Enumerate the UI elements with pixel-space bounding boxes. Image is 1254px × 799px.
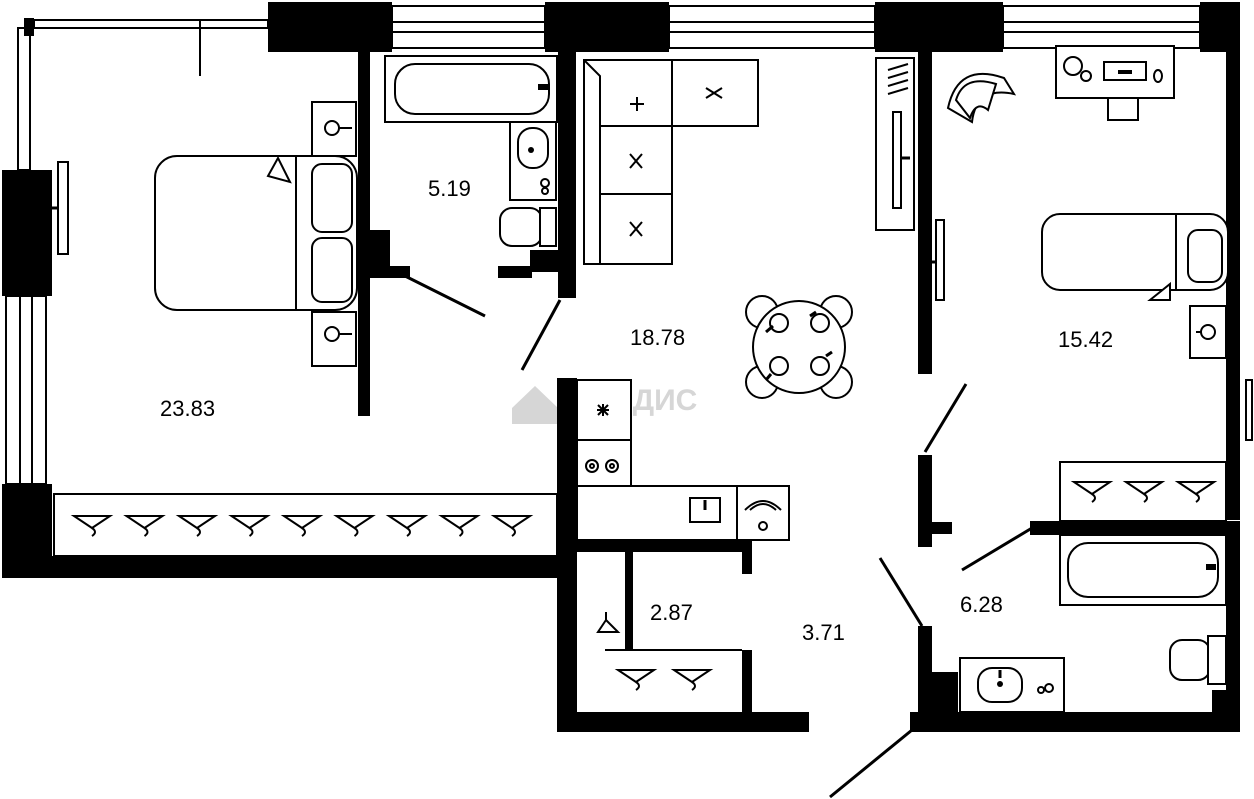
doors	[404, 274, 1033, 799]
wall-right-lower	[1226, 525, 1240, 730]
plate	[769, 313, 789, 333]
plate	[810, 313, 830, 333]
blanket-fold	[266, 155, 292, 184]
single-bed	[1041, 213, 1229, 291]
area-label-kitchen-living: 18.78	[630, 325, 685, 350]
lamp	[324, 120, 340, 136]
hanger	[596, 618, 621, 633]
tv	[935, 219, 945, 301]
walls	[2, 2, 1240, 732]
bedroom-furniture	[52, 101, 358, 367]
plate	[769, 356, 789, 376]
hanger	[490, 515, 534, 537]
washing-appliance	[736, 485, 790, 541]
bathroom-1-fixtures	[384, 55, 558, 247]
hanger	[1070, 481, 1114, 503]
area-label-hall: 3.71	[802, 620, 845, 645]
wardrobe-room-fixtures	[596, 612, 742, 691]
wall-partition	[358, 278, 370, 416]
wall-block	[268, 2, 392, 52]
door-hall	[878, 557, 924, 627]
closet-wardrobe	[53, 493, 558, 557]
wall-partition	[358, 230, 390, 278]
wall-bottom	[40, 556, 575, 578]
hanger	[333, 515, 376, 537]
stove	[576, 439, 632, 487]
wall-partition	[358, 52, 370, 252]
toilet	[1169, 639, 1211, 681]
windows	[5, 5, 1253, 485]
kitchen-living-furniture	[576, 59, 853, 541]
wall-partition	[1030, 521, 1240, 535]
dining-table	[745, 295, 853, 399]
wall-partition	[557, 378, 577, 732]
tv	[57, 161, 69, 255]
lamp	[324, 326, 340, 342]
area-label-wardrobe: 2.87	[650, 600, 693, 625]
watermark-house-icon	[512, 386, 558, 424]
wall-partition	[498, 266, 532, 278]
wall-block	[2, 170, 52, 296]
hangers	[614, 669, 714, 691]
wall-partition	[918, 522, 952, 534]
hangers	[1070, 481, 1218, 503]
hanger	[280, 515, 324, 537]
wall-block	[875, 2, 1003, 52]
area-label-bathroom-1: 5.19	[428, 176, 471, 201]
wall-partition	[557, 540, 747, 552]
window-balcony-left	[17, 27, 31, 171]
wall-partition	[742, 650, 752, 732]
window-edge	[1245, 379, 1253, 441]
hanger	[614, 669, 658, 691]
area-label-bathroom-2: 6.28	[960, 592, 1003, 617]
wall-corner	[1212, 690, 1240, 732]
wall-partition	[742, 540, 752, 574]
area-label-bedroom: 23.83	[160, 396, 215, 421]
plate	[810, 356, 830, 376]
window	[1002, 5, 1201, 49]
wall-partition	[918, 52, 932, 374]
door-bathroom-2	[961, 526, 1033, 572]
room-labels: 23.83 5.19 18.78 15.42 2.87 3.71 6.28	[160, 176, 1113, 645]
window	[668, 5, 876, 49]
door-entrance	[829, 728, 913, 799]
wall-partition	[530, 250, 560, 272]
door-bedroom-2	[923, 383, 968, 453]
blanket-fold	[1147, 281, 1171, 301]
wall-partition	[558, 52, 576, 298]
wall-right	[1226, 30, 1240, 520]
hanger	[123, 515, 166, 537]
window	[391, 5, 546, 49]
pillow	[1187, 229, 1223, 283]
bathroom-2-fixtures	[959, 534, 1227, 713]
hanger	[438, 515, 481, 537]
door-bedroom	[404, 274, 486, 318]
wall-bottom	[557, 712, 809, 732]
window	[5, 295, 47, 485]
hangers	[70, 515, 534, 537]
hanger	[670, 669, 714, 691]
hanger	[1174, 481, 1218, 503]
desk-chair	[1107, 97, 1139, 121]
hanger	[70, 515, 114, 537]
bedroom-2-furniture	[875, 45, 1229, 522]
sofa	[583, 59, 673, 265]
lamp	[1200, 324, 1216, 340]
hanger	[228, 515, 271, 537]
pillow	[311, 163, 353, 233]
area-label-bedroom-2: 15.42	[1058, 327, 1113, 352]
wall-partition	[625, 540, 633, 650]
hanger	[175, 515, 219, 537]
wall-block	[545, 2, 669, 52]
pillow	[311, 237, 353, 303]
door-bathroom-1	[520, 299, 562, 371]
window-balcony-top	[33, 19, 269, 29]
hanger	[385, 515, 429, 537]
toilet	[499, 207, 543, 247]
hanger	[1122, 481, 1166, 503]
wall-bottom	[910, 712, 1240, 732]
wall-partition	[390, 266, 410, 278]
double-bed	[154, 155, 358, 311]
